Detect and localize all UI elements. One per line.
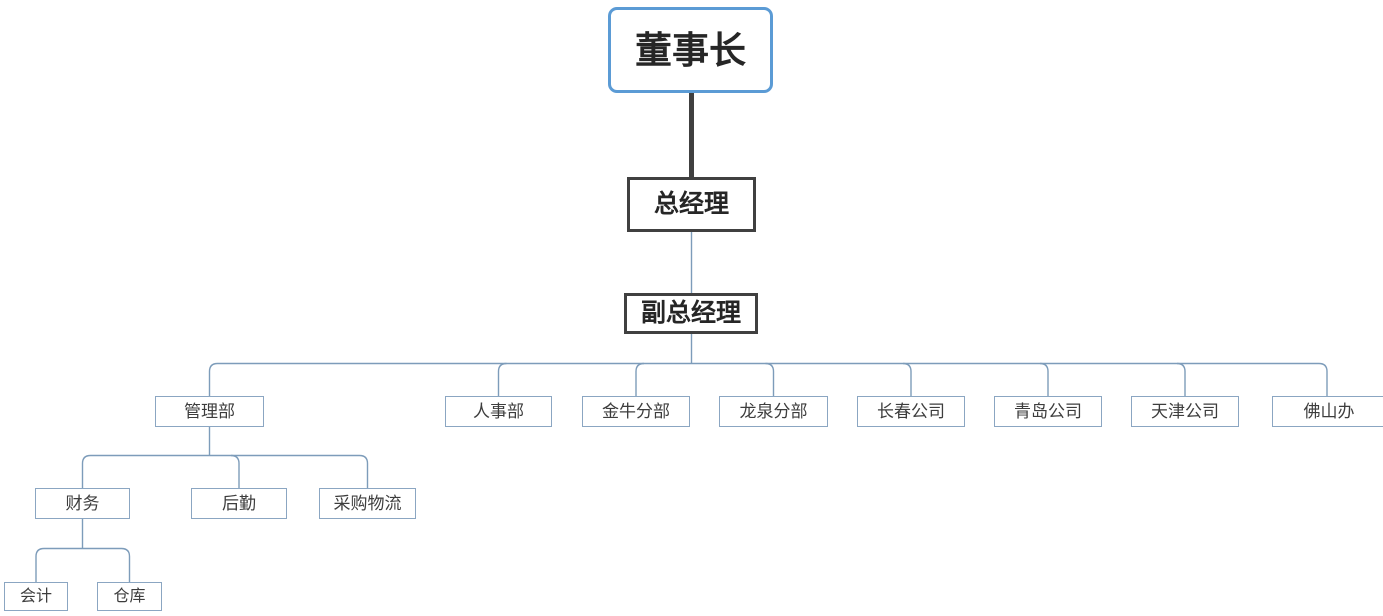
org-node-general-manager[interactable]: 总经理 (627, 177, 756, 232)
org-node-foshan-office[interactable]: 佛山办 (1272, 396, 1383, 427)
org-node-deputy-general-manager[interactable]: 副总经理 (624, 293, 758, 334)
org-node-longquan-branch[interactable]: 龙泉分部 (719, 396, 828, 427)
org-node-warehouse[interactable]: 仓库 (97, 582, 162, 611)
org-node-management-dept[interactable]: 管理部 (155, 396, 264, 427)
org-node-changchun-company[interactable]: 长春公司 (857, 396, 965, 427)
org-node-chairman[interactable]: 董事长 (608, 7, 773, 93)
org-node-accounting[interactable]: 会计 (4, 582, 68, 611)
org-node-tianjin-company[interactable]: 天津公司 (1131, 396, 1239, 427)
org-node-qingdao-company[interactable]: 青岛公司 (994, 396, 1102, 427)
org-node-logistics-support[interactable]: 后勤 (191, 488, 287, 519)
org-node-jinniu-branch[interactable]: 金牛分部 (582, 396, 690, 427)
org-node-procurement-logistics[interactable]: 采购物流 (319, 488, 416, 519)
connector-group-level4 (208, 334, 1328, 396)
org-node-finance[interactable]: 财务 (35, 488, 130, 519)
connector-group-level5 (81, 427, 369, 488)
org-node-hr-dept[interactable]: 人事部 (445, 396, 552, 427)
connector-group-level6 (35, 519, 131, 582)
